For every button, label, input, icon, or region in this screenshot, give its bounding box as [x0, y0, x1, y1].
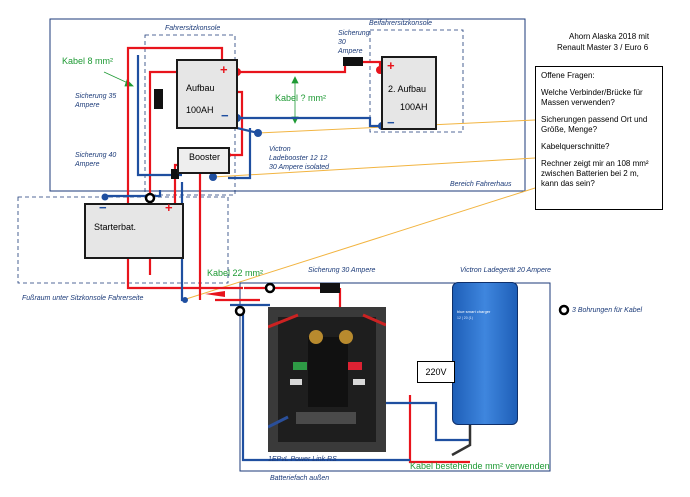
- cable-label-8mm: Kabel 8 mm²: [62, 56, 114, 66]
- charger-label: Victron Ladegerät 20 Ampere: [460, 267, 552, 274]
- area-batteriefach: [239, 282, 551, 472]
- minus-sign: −: [99, 200, 107, 215]
- fuse-30a-top: [343, 57, 363, 66]
- minus-sign: −: [221, 108, 229, 123]
- charger-device: blue smart charger 12 | 20 (1): [452, 282, 518, 425]
- battery-aufbau-1-capacity: 100AH: [186, 105, 214, 115]
- power-link-photo: [268, 307, 386, 452]
- area-label-fahrersitz: Fahrersitzkonsole: [165, 25, 221, 32]
- plus-sign: +: [220, 62, 228, 77]
- cable-hole-icon: [264, 282, 276, 294]
- battery-aufbau-1-name: Aufbau: [186, 83, 215, 93]
- fuse-40a-label-1: Sicherung 40: [75, 152, 117, 159]
- fuse-40a-label-2: Ampere: [75, 161, 100, 168]
- battery-aufbau-2-name: 2. Aufbau: [388, 84, 427, 94]
- holes-legend: 3 Bohrungen für Kabel: [572, 307, 643, 314]
- question-4: Rechner zeigt mir an 108 mm² zwischen Ba…: [541, 159, 649, 188]
- area-label-fussraum: Fußraum unter Sitzkonsole Fahrerseite: [22, 295, 144, 302]
- fuse-35a-label-1: Sicherung 35: [75, 93, 117, 100]
- area-beifahrersitz: [369, 29, 464, 133]
- area-label-fahrerhaus: Bereich Fahrerhaus: [450, 181, 512, 188]
- title-line-1: Ahorn Alaska 2018 mit: [569, 32, 650, 41]
- battery-starter: Starterbat.: [84, 203, 184, 259]
- power-link-image: [268, 307, 386, 452]
- cable-label-unknown: Kabel ? mm²: [275, 93, 327, 103]
- booster-desc-2: Ladebooster 12 12: [269, 155, 328, 162]
- charger-brand: blue smart charger: [457, 309, 491, 314]
- plus-sign: +: [165, 200, 173, 215]
- title-line-2: Renault Master 3 / Euro 6: [557, 43, 649, 52]
- charger-model: 12 | 20 (1): [457, 316, 473, 320]
- area-fahrerhaus: [49, 18, 526, 192]
- cable-label-existing: Kabel bestehende mm² verwenden: [410, 461, 550, 471]
- plus-sign: +: [387, 58, 395, 73]
- booster-desc-3: 30 Ampere isolated: [269, 164, 330, 171]
- fuse-35a: [154, 89, 163, 109]
- questions-title: Offene Fragen:: [541, 71, 595, 80]
- question-3: Kabelquerschnitte?: [541, 142, 610, 151]
- battery-aufbau-2: 2. Aufbau 100AH: [381, 56, 437, 130]
- voltage-box: 220V: [417, 361, 455, 383]
- open-questions-box: Offene Fragen: Welche Verbinder/Brücke f…: [535, 66, 663, 210]
- question-2: Sicherungen passend Ort und Größe, Menge…: [541, 115, 648, 134]
- fuse-30a-top-label-3: Ampere: [338, 48, 363, 55]
- booster-box: Booster: [177, 147, 230, 174]
- battery-aufbau-2-capacity: 100AH: [400, 102, 428, 112]
- cable-hole-icon: [234, 305, 246, 317]
- fuse-30a-bottom: [320, 283, 340, 293]
- cable-hole-icon: [144, 192, 156, 204]
- fuse-40a: [171, 169, 179, 179]
- booster-name: Booster: [189, 152, 221, 162]
- booster-desc-1: Victron: [269, 146, 291, 153]
- kabel22-arrow: [205, 291, 225, 297]
- fuse-30a-top-label-2: 30: [338, 39, 346, 46]
- cable-hole-icon: [558, 304, 570, 316]
- battery-aufbau-1: Aufbau 100AH: [176, 59, 238, 129]
- battery-starter-name: Starterbat.: [94, 222, 137, 232]
- area-label-batteriefach: Batteriefach außen: [270, 475, 330, 482]
- cable-label-22mm: Kabel 22 mm²: [207, 268, 264, 278]
- fuse-30a-top-label-1: Sicherung: [338, 30, 370, 37]
- minus-sign: −: [387, 115, 395, 130]
- fuse-30a-bottom-label: Sicherung 30 Ampere: [308, 267, 376, 274]
- question-1: Welche Verbinder/Brücke für Massen verwe…: [541, 88, 643, 107]
- power-link-label: 1EPvL Power Link RS: [268, 456, 337, 463]
- fuse-35a-label-2: Ampere: [75, 102, 100, 109]
- area-label-beifahrersitz: Beifahrersitzkonsole: [369, 20, 433, 27]
